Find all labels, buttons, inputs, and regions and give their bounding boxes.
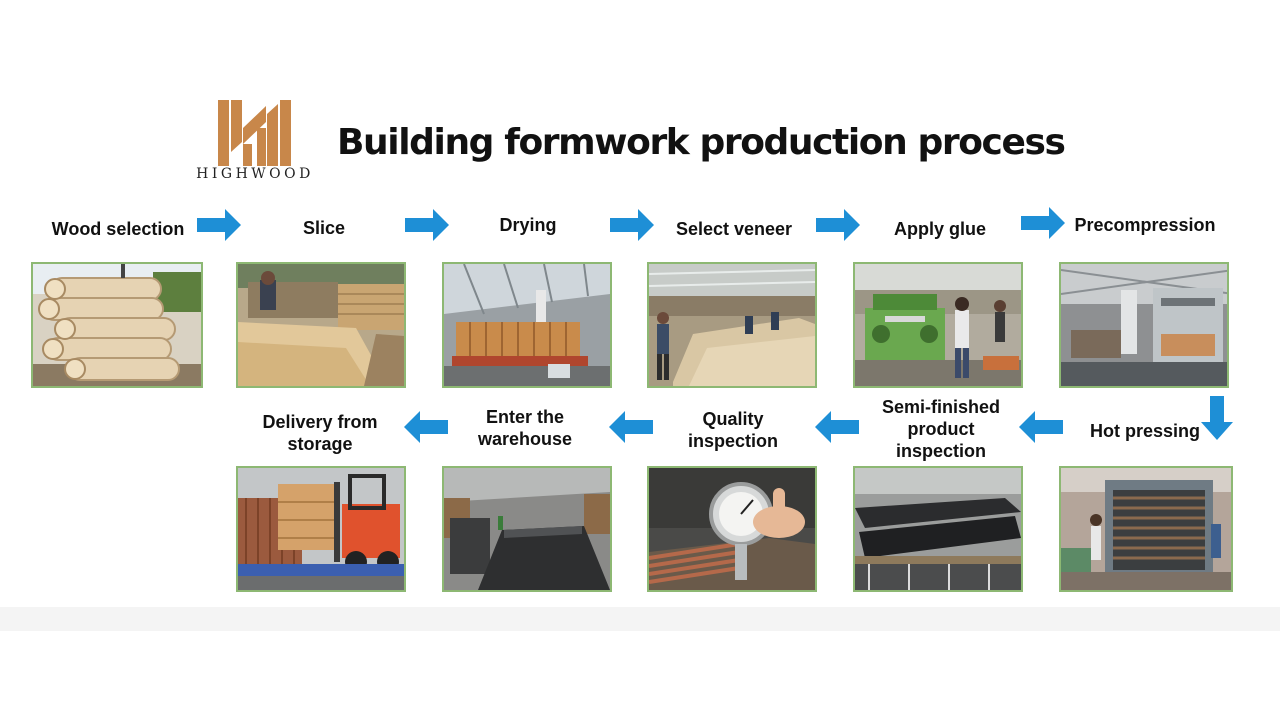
photo-delivery (236, 466, 406, 592)
arrow-left-icon (404, 411, 448, 443)
arrow-right-icon (405, 209, 449, 241)
arrow-left-icon (1019, 411, 1063, 443)
step-label-apply-glue: Apply glue (893, 219, 986, 239)
arrow-right-icon (197, 209, 241, 241)
step-label-precompression: Precompression (1074, 215, 1216, 235)
photo-apply-glue (853, 262, 1023, 388)
photo-semi-finished-inspection (853, 466, 1023, 592)
step-label-select-veneer: Select veneer (675, 219, 793, 239)
photo-precompression (1059, 262, 1229, 388)
step-label-drying: Drying (499, 215, 557, 235)
arrow-right-icon (1021, 207, 1065, 239)
logo-mark-icon (218, 100, 291, 166)
step-label-enter-warehouse: Enter the warehouse (477, 407, 573, 449)
step-label-delivery: Delivery from storage (262, 412, 378, 454)
photo-quality-inspection (647, 466, 817, 592)
arrow-down-icon (1201, 396, 1233, 440)
step-label-slice: Slice (302, 218, 346, 238)
brand-name: HIGHWOOD (196, 166, 314, 182)
step-label-quality-inspection: Quality inspection (687, 409, 778, 451)
page-title: Building formwork production process (337, 122, 1066, 163)
photo-warehouse (442, 466, 612, 592)
step-label-hot-pressing: Hot pressing (1089, 421, 1200, 441)
photo-select-veneer (647, 262, 817, 388)
photo-slice (236, 262, 406, 388)
footer-band (0, 607, 1280, 631)
photo-hot-pressing (1059, 466, 1233, 592)
step-label-semi-finished-inspection: Semi-finished product inspection (881, 397, 1001, 461)
arrow-left-icon (815, 411, 859, 443)
highwood-logo: HIGHWOOD (190, 96, 320, 186)
photo-wood-selection (31, 262, 203, 388)
step-label-wood-selection: Wood selection (51, 219, 185, 239)
arrow-left-icon (609, 411, 653, 443)
arrow-right-icon (816, 209, 860, 241)
arrow-right-icon (610, 209, 654, 241)
photo-drying (442, 262, 612, 388)
